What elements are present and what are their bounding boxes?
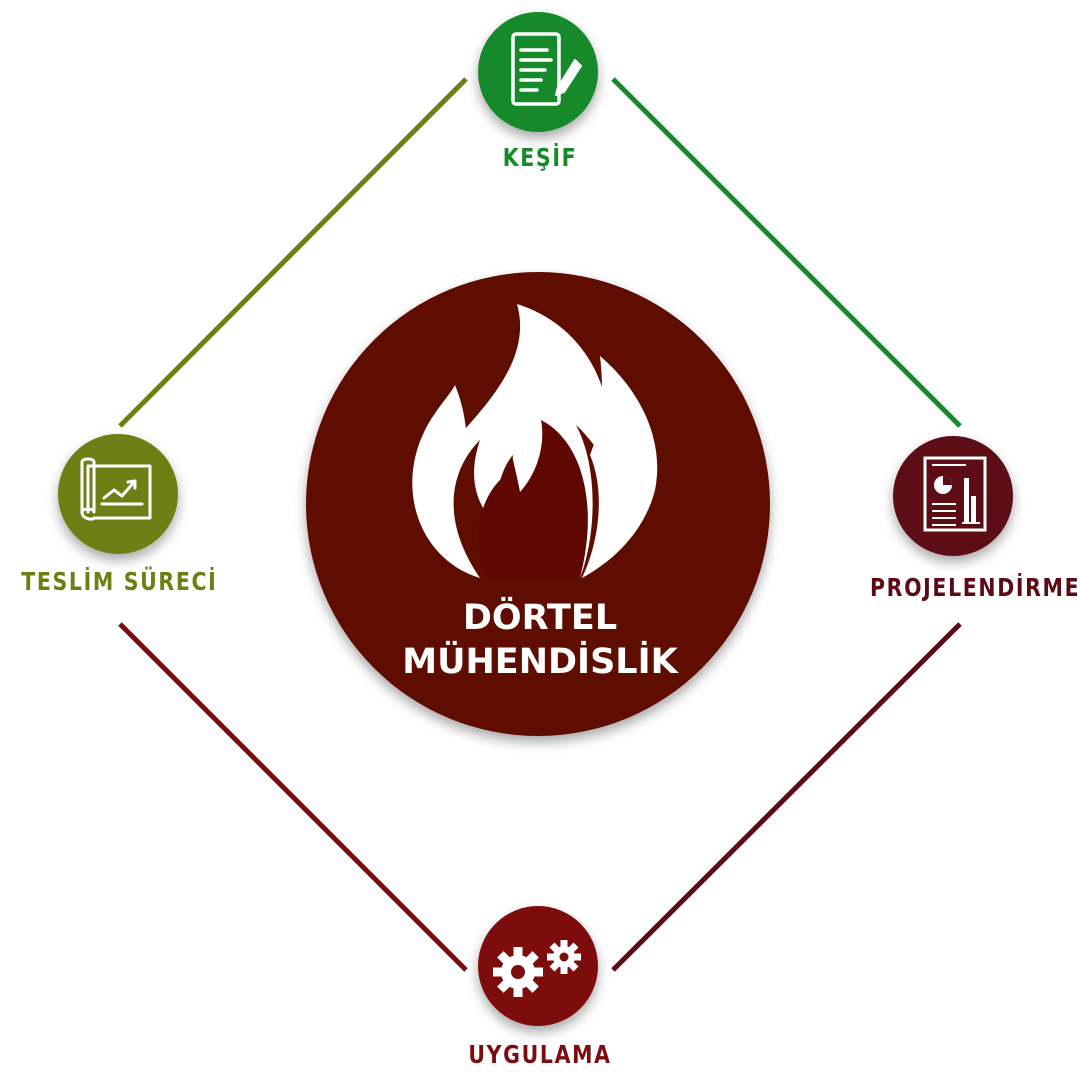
projelendirme-label: PROJELENDİRME [870, 573, 1080, 602]
node-uygulama[interactable] [478, 906, 598, 1026]
gears-icon [493, 940, 581, 997]
node-teslim[interactable] [58, 434, 178, 554]
flame-inner [478, 420, 588, 578]
connector-projelendirme-uygulama [611, 622, 962, 972]
report-chart-icon [923, 456, 987, 532]
connector-uygulama-teslim [118, 622, 468, 972]
node-projelendirme[interactable] [893, 436, 1013, 556]
center-title-line1: DÖRTEL [462, 598, 618, 638]
connector-teslim-kesif [118, 77, 468, 428]
document-pencil-icon [511, 32, 582, 106]
connector-kesif-projelendirme [611, 77, 962, 428]
center-title-line2: MÜHENDİSLİK [402, 642, 678, 682]
flame-right-tongue [582, 356, 658, 578]
uygulama-label: UYGULAMA [468, 1040, 612, 1069]
uygulama-circle [478, 906, 598, 1026]
kesif-label: KEŞİF [502, 143, 578, 172]
node-kesif[interactable] [478, 12, 598, 132]
center-hub [306, 272, 770, 736]
teslim-label: TESLİM SÜRECİ [21, 567, 218, 596]
projelendirme-circle [893, 436, 1013, 556]
kesif-circle [478, 12, 598, 132]
blueprint-chart-icon [80, 457, 152, 521]
